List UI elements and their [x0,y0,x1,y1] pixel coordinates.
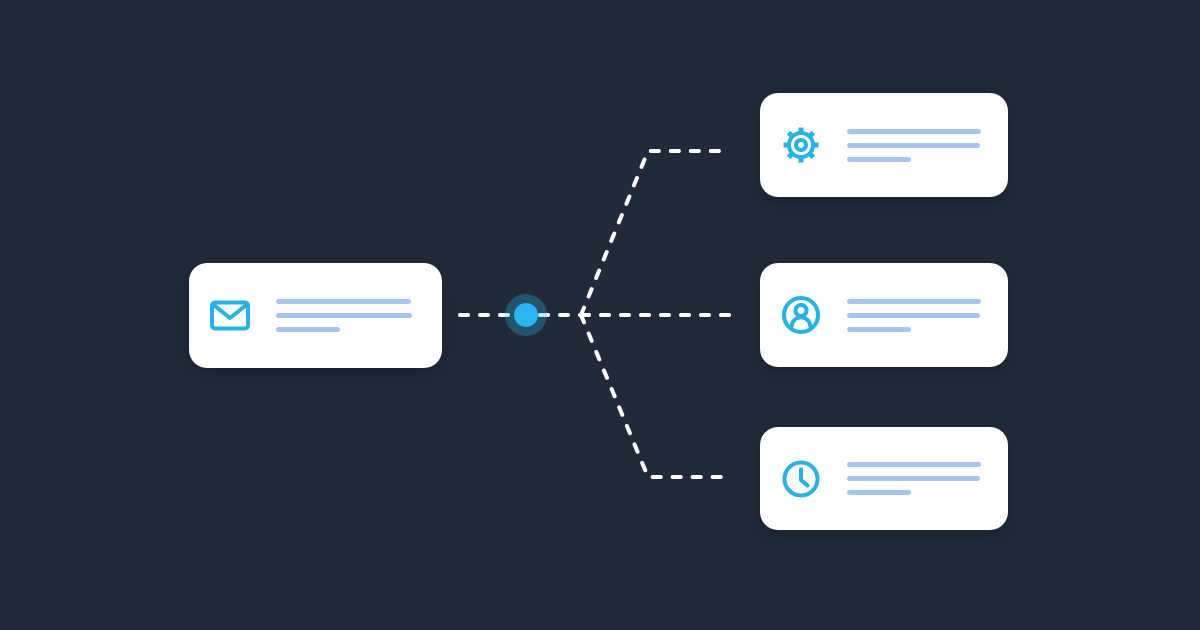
card-text-skeleton [276,299,412,332]
connector-node-to-schedule [579,313,730,479]
skeleton-text-line [847,490,911,495]
email-trigger-card[interactable] [189,263,442,368]
card-text-skeleton [847,298,981,332]
skeleton-text-line [276,327,340,332]
branch-node-dot [514,303,538,327]
connector-node-to-settings [579,149,731,317]
schedule-branch-card[interactable] [760,427,1008,530]
card-text-skeleton [847,462,981,495]
skeleton-text-line [276,299,411,304]
skeleton-text-line [847,156,911,162]
skeleton-text-line [847,142,980,148]
user-icon [781,295,821,335]
skeleton-text-line [847,326,911,332]
clock-icon [781,459,821,499]
skeleton-text-line [847,298,981,304]
gear-icon [781,125,821,165]
skeleton-text-line [847,128,981,134]
mail-icon [210,300,250,332]
profile-branch-card[interactable] [760,263,1008,367]
skeleton-text-line [847,476,980,481]
branch-node[interactable] [505,294,547,336]
skeleton-text-line [276,313,412,318]
skeleton-text-line [847,462,981,467]
settings-branch-card[interactable] [760,93,1008,197]
card-text-skeleton [847,128,981,162]
skeleton-text-line [847,312,980,318]
